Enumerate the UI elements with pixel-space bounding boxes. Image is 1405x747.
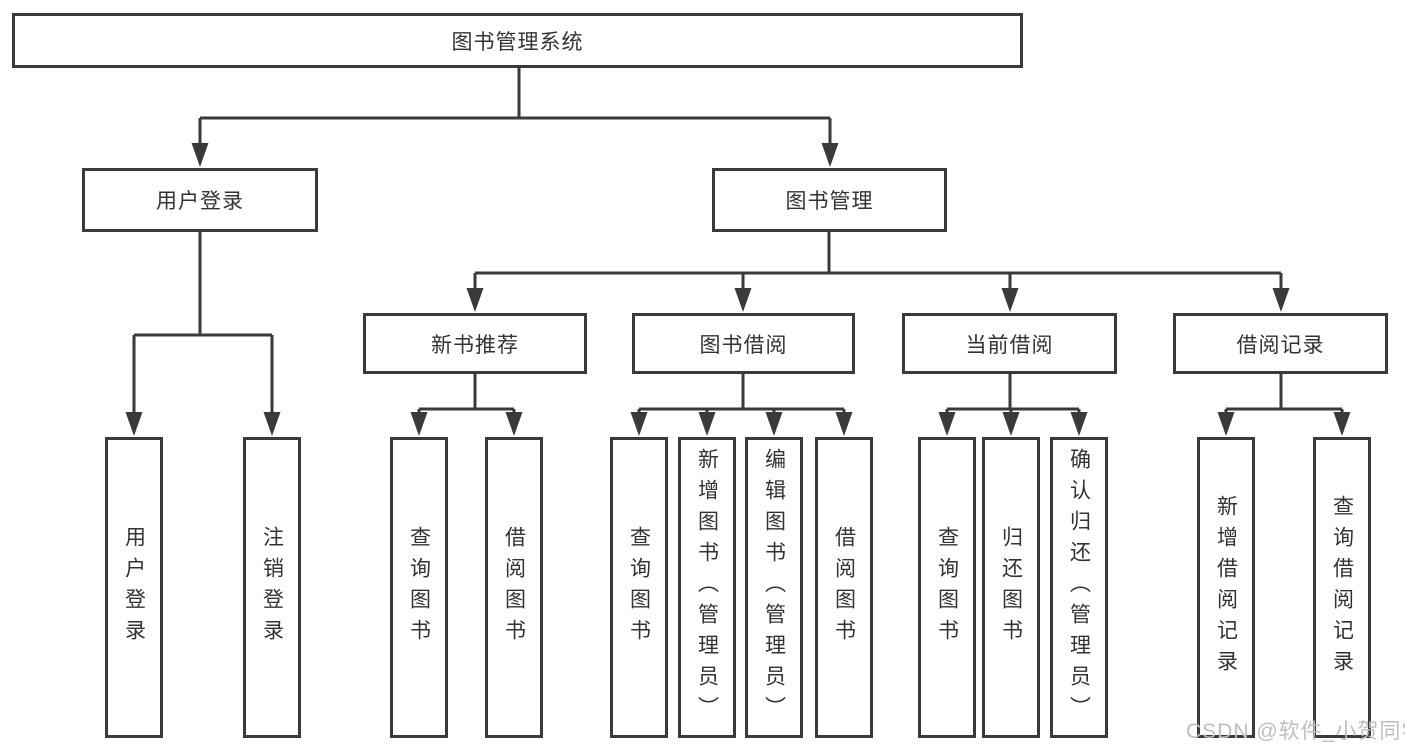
node-borrowing-borrow-books: 借阅图书 xyxy=(815,437,873,738)
arrowhead-icons xyxy=(125,143,1351,436)
node-borrowing-edit-books-admin: 编辑图书（管理员） xyxy=(745,437,803,738)
node-library-management-system: 图书管理系统 xyxy=(12,13,1023,68)
node-book-borrowing: 图书借阅 xyxy=(632,313,855,374)
node-borrowing-records: 借阅记录 xyxy=(1173,313,1388,374)
node-new-book-recommendation: 新书推荐 xyxy=(363,313,587,374)
tree-edges xyxy=(132,68,1344,428)
node-current-return-books: 归还图书 xyxy=(982,437,1040,738)
node-user-login: 用户登录 xyxy=(82,168,318,232)
node-newbook-borrow-books: 借阅图书 xyxy=(485,437,543,738)
node-records-add-record: 新增借阅记录 xyxy=(1197,437,1255,738)
node-current-confirm-return-admin: 确认归还（管理员） xyxy=(1050,437,1108,738)
node-user-login-action: 用户登录 xyxy=(105,437,163,738)
node-current-borrowing: 当前借阅 xyxy=(902,313,1117,374)
node-records-query-record: 查询借阅记录 xyxy=(1313,437,1371,738)
node-logout-action: 注销登录 xyxy=(243,437,301,738)
node-newbook-query-books: 查询图书 xyxy=(390,437,448,738)
node-book-management: 图书管理 xyxy=(712,168,947,232)
csdn-watermark: CSDN @软件_小贺同学 xyxy=(1186,720,1405,743)
node-borrowing-query-books: 查询图书 xyxy=(610,437,668,738)
node-borrowing-add-books-admin: 新增图书（管理员） xyxy=(678,437,736,738)
node-current-query-books: 查询图书 xyxy=(918,437,976,738)
